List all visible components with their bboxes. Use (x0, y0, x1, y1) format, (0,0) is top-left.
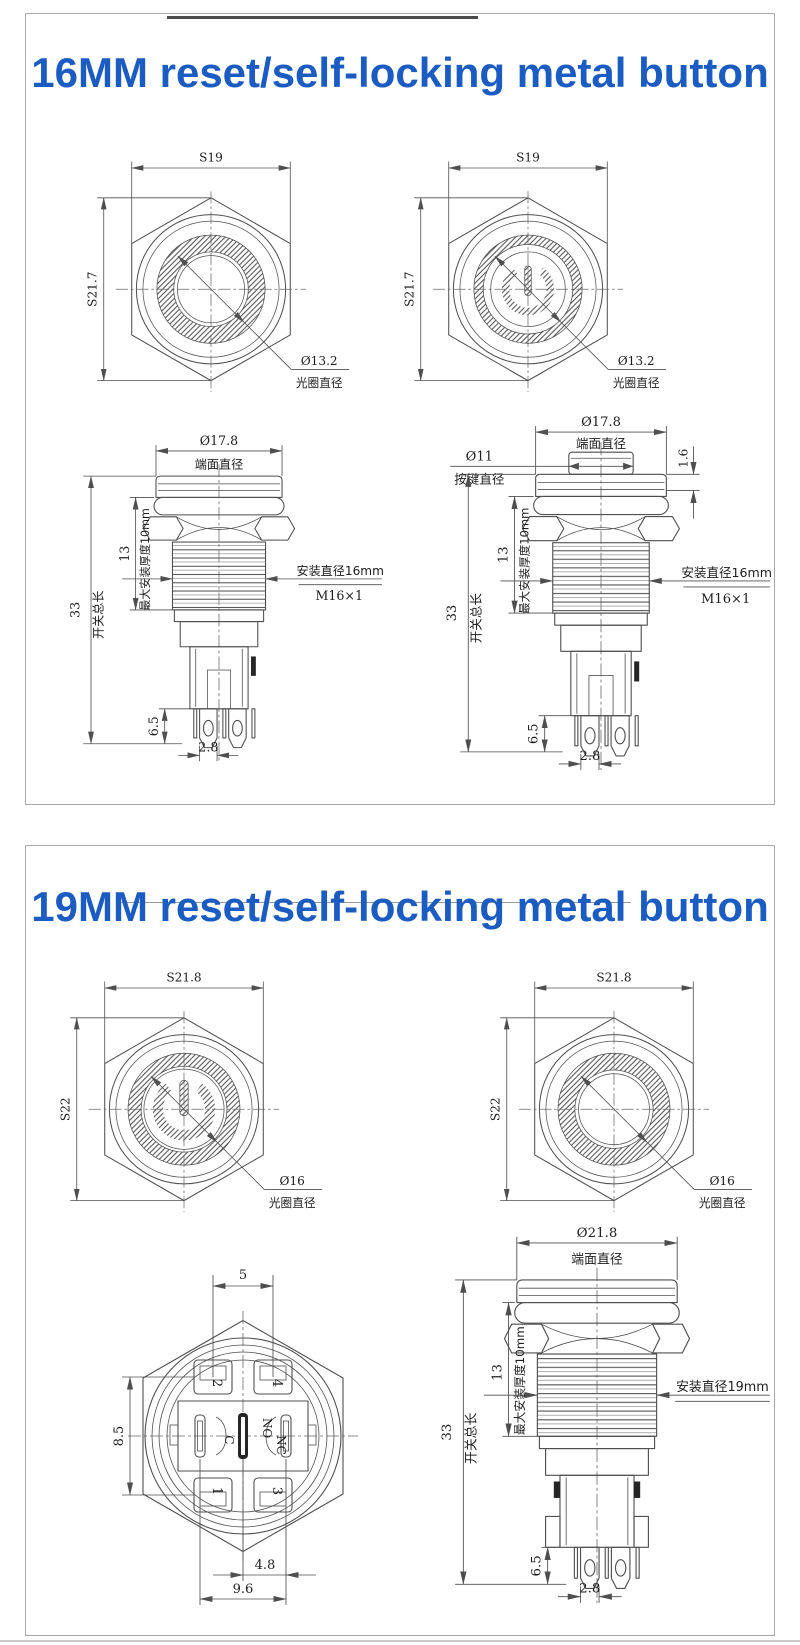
label-total-len: 开关总长 (465, 1412, 480, 1464)
label-mount-thickness: 最大安装厚度10mm (138, 508, 152, 611)
label-total-len: 开关总长 (92, 591, 106, 639)
bottom-view-19mm: C NO NC 2 4 1 3 5 8.5 4.8 (112, 1268, 358, 1605)
thread-section (171, 541, 267, 611)
side-view-16mm-high: Ø17.8 端面直径 Ø11 按键直径 1.6 13 最大安装厚度10mm 33… (445, 415, 772, 770)
terminal-4: 4 (269, 1379, 284, 1387)
dim-pin-len: 6.5 (527, 723, 542, 744)
front-view-16mm-power: S19 S21.7 Ø13.2 光圈直径 (402, 150, 667, 392)
dim-pin-len: 6.5 (529, 1555, 544, 1576)
side-latch (250, 656, 256, 676)
terminal-common: C (222, 1435, 236, 1444)
dim-spacing-inner: 4.8 (255, 1558, 276, 1573)
dim-across-corners: S21.7 (402, 272, 416, 307)
dim-pin-pitch: 5 (239, 1268, 247, 1283)
dim-button-dia: Ø11 (466, 449, 493, 464)
terminal-normally-closed: NC (274, 1435, 288, 1455)
label-total-len: 开关总长 (468, 593, 483, 644)
dim-thread-len: 13 (496, 546, 511, 563)
terminal-2: 2 (209, 1379, 224, 1387)
label-aperture: 光圈直径 (296, 376, 343, 390)
terminal-1: 1 (209, 1487, 224, 1495)
label-face-dia: 端面直径 (195, 457, 243, 471)
dim-thread-spec: M16×1 (701, 592, 750, 607)
front-view-19mm-ring: S21.8 S22 Ø16 光圈直径 (488, 970, 753, 1212)
dim-aperture-dia: Ø13.2 (618, 354, 655, 368)
dim-spacing-outer: 9.6 (233, 1582, 254, 1597)
side-latch-left (553, 1481, 560, 1498)
dim-across-flats: S19 (516, 150, 540, 164)
side-view-19mm: Ø21.8 端面直径 安装直径19mm 13 最大安装厚度10mm 33 开关总… (440, 1226, 770, 1603)
label-aperture: 光圈直径 (269, 1196, 316, 1210)
front-view-16mm-ring: S19 S21.7 Ø13.2 光圈直径 (85, 150, 350, 392)
dim-thread-len: 13 (117, 546, 132, 562)
dim-row-pitch: 8.5 (112, 1426, 127, 1447)
side-latch (634, 661, 640, 682)
stray-drawing-line (116, 902, 631, 903)
illuminated-ring (473, 234, 583, 344)
dim-total-len: 33 (67, 602, 82, 618)
label-mount-thickness: 最大安装厚度10mm (513, 1326, 527, 1435)
dim-face-dia: Ø17.8 (200, 433, 238, 448)
dim-total-len: 33 (440, 1424, 455, 1441)
dim-face-dia: Ø21.8 (577, 1226, 618, 1241)
panel-16mm: 16MM reset/self-locking metal button S19… (25, 13, 775, 805)
side-view-16mm-flat: Ø17.8 端面直径 13 最大安装厚度10mm 33 开关总长 安装直径16m… (67, 433, 384, 762)
dim-across-flats: S21.8 (166, 970, 201, 984)
panel-19mm: 19MM reset/self-locking metal button S21… (25, 845, 775, 1636)
page-title-19mm: 19MM reset/self-locking metal button (31, 883, 769, 930)
label-face-dia: 端面直径 (576, 436, 626, 451)
dim-aperture-dia: Ø13.2 (301, 354, 338, 368)
dim-pin-width: 2.8 (198, 739, 218, 754)
dim-thread-len: 13 (490, 1364, 505, 1381)
label-mount-dia: 安装直径16mm (296, 563, 383, 578)
dim-across-flats: S21.8 (596, 970, 631, 984)
dim-total-len: 33 (445, 605, 460, 622)
side-latch-right (634, 1481, 641, 1498)
dim-bezel-lip: 1.6 (676, 449, 690, 468)
label-aperture: 光圈直径 (699, 1196, 746, 1210)
page-title-16mm: 16MM reset/self-locking metal button (31, 49, 769, 96)
dim-aperture-dia: Ø16 (710, 1174, 735, 1188)
front-view-19mm-power: S21.8 S22 Ø16 光圈直径 (58, 970, 323, 1212)
terminal-normally-open: NO (260, 1418, 274, 1439)
thread-section (536, 1353, 658, 1437)
label-button-dia: 按键直径 (454, 471, 504, 486)
dim-across-corners: S22 (488, 1097, 502, 1121)
label-aperture: 光圈直径 (613, 376, 660, 390)
dim-across-corners: S21.7 (85, 272, 99, 307)
page-divider (0, 1640, 800, 1642)
dim-pin-len: 6.5 (146, 716, 161, 736)
dim-thread-spec: M16×1 (315, 588, 363, 603)
cropped-image-edge (167, 16, 478, 19)
label-mount-thickness: 最大安装厚度10mm (518, 508, 532, 614)
terminal-3: 3 (269, 1487, 284, 1495)
thread-section (552, 542, 650, 614)
label-mount-dia: 安装直径19mm (676, 1380, 769, 1395)
dim-aperture-dia: Ø16 (280, 1174, 305, 1188)
dim-pin-width: 2.8 (579, 1582, 600, 1597)
label-mount-dia: 安装直径16mm (681, 565, 772, 580)
dim-pin-width: 2.8 (580, 749, 601, 764)
dim-across-corners: S22 (58, 1097, 72, 1121)
label-face-dia: 端面直径 (571, 1253, 623, 1268)
dim-face-dia: Ø17.8 (581, 415, 621, 430)
dim-across-flats: S19 (199, 150, 223, 164)
